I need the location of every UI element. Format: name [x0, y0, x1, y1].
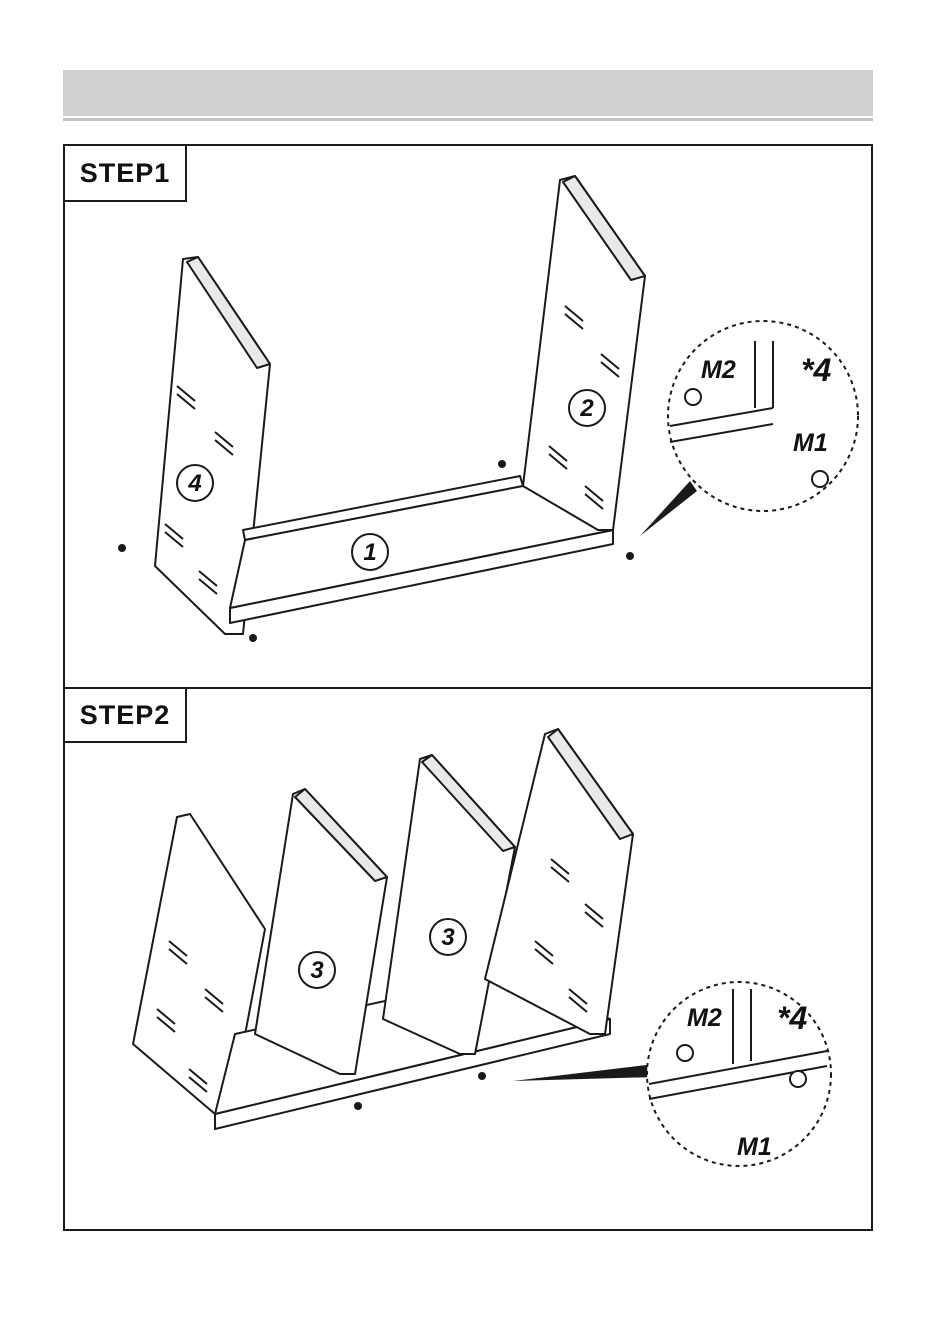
instruction-frame: 4 2 1 M2 M1 *4 STEP1 — [63, 144, 873, 1231]
part-3-label-a: 3 — [310, 957, 324, 984]
part-2-label: 2 — [579, 395, 594, 422]
quantity-label-step2: *4 — [777, 1000, 807, 1036]
part-1-label: 1 — [363, 539, 376, 566]
panel-2-shape — [523, 176, 645, 530]
screw-label-step2: M1 — [737, 1133, 772, 1161]
step1-diagram: 4 2 1 M2 M1 *4 — [65, 146, 871, 687]
header-rule — [63, 118, 873, 121]
nut-label-step2: M2 — [687, 1004, 722, 1032]
step2-diagram: 3 3 M2 M1 *4 — [65, 689, 871, 1230]
nut-label: M2 — [701, 356, 736, 384]
step2-label: STEP2 — [65, 689, 187, 743]
header-bar — [63, 70, 873, 116]
quantity-label: *4 — [801, 352, 831, 388]
screw-icon-step2 — [790, 1071, 806, 1087]
nut-icon — [685, 389, 701, 405]
screw-icon — [812, 471, 828, 487]
part-4-label: 4 — [187, 470, 201, 497]
screw-label: M1 — [793, 429, 828, 457]
step1-label: STEP1 — [65, 146, 187, 202]
part-3-label-b: 3 — [441, 924, 455, 951]
nut-icon-step2 — [677, 1045, 693, 1061]
